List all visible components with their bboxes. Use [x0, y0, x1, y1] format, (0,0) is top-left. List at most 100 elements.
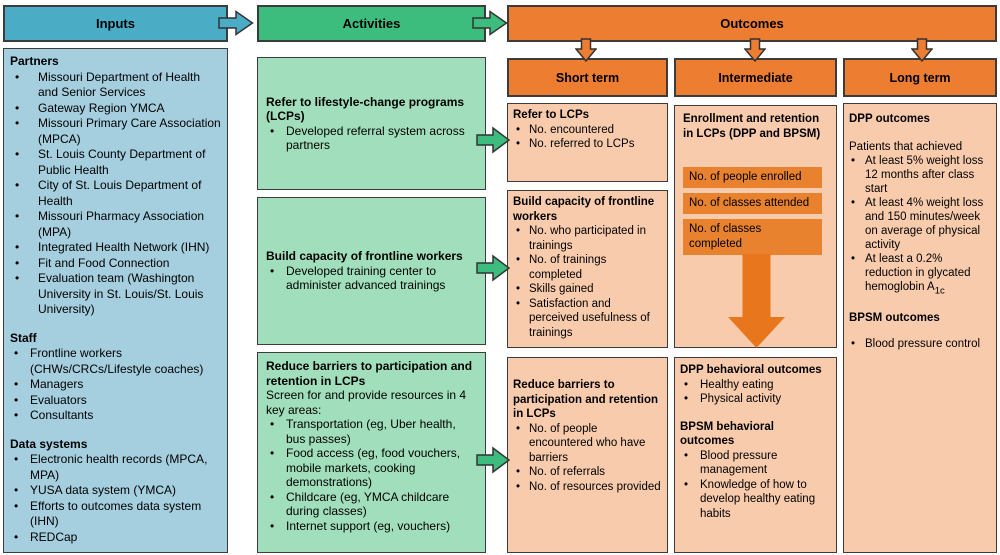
list-item-text: Missouri Pharmacy Association (MPA)	[38, 209, 205, 239]
list-item-text: Integrated Health Network (IHN)	[38, 240, 210, 254]
list-item: •No. who participated in trainings	[513, 224, 662, 253]
list-item: • No. encountered	[513, 123, 662, 138]
activities-to-outcomes-arrow-icon	[472, 10, 508, 36]
bullet-list: • At least 5% weight loss 12 months after…	[849, 154, 991, 298]
bullet-glyph: •	[15, 271, 20, 285]
list-item: •Efforts to outcomes data system (IHN)	[10, 499, 221, 530]
list-item-text: YUSA data system (YMCA)	[30, 483, 177, 497]
section-heading: DPP behavioral outcomes	[680, 364, 822, 376]
bullet-glyph: •	[15, 69, 20, 84]
bullet-glyph: •	[516, 123, 521, 136]
list-item-text: Blood pressure management	[700, 449, 778, 477]
list-item-text: No. encountered	[529, 123, 615, 136]
bullet-glyph: •	[15, 116, 20, 130]
list-item: • Skills gained	[513, 282, 662, 297]
list-item: •Knowledge of how to develop healthy eat…	[680, 478, 831, 522]
list-item-text: Childcare (eg, YMCA childcare during cla…	[286, 489, 450, 519]
bullet-glyph: •	[516, 225, 521, 237]
box-title: Refer to lifestyle-change programs (LCPs…	[266, 94, 465, 124]
bullet-list: • Developed training center to administer…	[266, 264, 477, 293]
list-item: •Frontline workers (CHWs/CRCs/Lifestyle …	[10, 346, 221, 377]
list-item: •Electronic health records (MPCA, MPA)	[10, 452, 221, 483]
list-item: •Blood pressure control	[849, 337, 991, 351]
bullet-glyph: •	[15, 100, 20, 115]
bullet-glyph: •	[516, 466, 521, 478]
list-item: •No. of people encountered who have barr…	[513, 422, 662, 466]
list-item-text: Developed referral system across partner…	[286, 123, 465, 153]
list-item-text: Evaluators	[30, 392, 87, 407]
list-item-text: Consultants	[30, 408, 94, 422]
list-item-text: Knowledge of how to develop healthy eati…	[700, 478, 816, 520]
section-heading: Data systems	[10, 436, 88, 451]
list-item-text: Skills gained	[529, 283, 594, 295]
list-item: •St. Louis County Department of Public H…	[10, 147, 221, 178]
section-heading: Staff	[10, 330, 37, 345]
intermediate-enrollment-box: Enrollment and retention in LCPs (DPP an…	[674, 105, 837, 348]
box-title: Enrollment and retention in LCPs (DPP an…	[683, 113, 821, 140]
bpsm-outcomes-heading: BPSM outcomes	[849, 312, 940, 325]
list-item-text: City of St. Louis Department of Health	[38, 178, 202, 208]
box-title: Build capacity of frontline workers	[266, 249, 463, 264]
bullet-glyph: •	[516, 283, 521, 295]
list-item: • Transportation (eg, Uber health, bus pa…	[266, 417, 477, 446]
list-item-text: No. of trainings completed	[529, 254, 607, 281]
bullet-glyph: •	[270, 263, 275, 278]
list-item-text: Internet support (eg, vouchers)	[286, 518, 451, 533]
list-item-text: Transportation (eg, Uber health, bus pas…	[286, 417, 456, 446]
activity-box-refer-to-lcps: Refer to lifestyle-change programs (LCPs…	[257, 57, 486, 190]
bullet-list: • Missouri Department of Health and Senio…	[10, 70, 221, 318]
list-item: •Food access (eg, food vouchers, mobile …	[266, 446, 477, 490]
bullet-glyph: •	[851, 253, 856, 265]
bullet-list: •Healthy eating•Physical activity	[680, 378, 831, 407]
list-item-text: Physical activity	[700, 393, 782, 405]
list-item-text: Missouri Department of Health and Senior…	[38, 69, 201, 100]
bullet-glyph: •	[516, 297, 521, 310]
list-item-text: Developed training center to administer …	[286, 263, 446, 293]
bullet-glyph: •	[14, 529, 19, 544]
bullet-list: •Blood pressure management•Knowledge of …	[680, 449, 831, 522]
list-item-text: At least 4% weight loss and 150 minutes/…	[865, 197, 984, 251]
list-item: •At least 4% weight loss and 150 minutes…	[849, 196, 991, 252]
list-item-text: At least 5% weight loss 12 months after …	[865, 155, 984, 195]
list-item-text: No. of referrals	[529, 466, 606, 478]
list-item: • Missouri Pharmacy Association (MPA)	[10, 209, 221, 240]
short-term-box-refer: Refer to LCPs •No. encountered•No. refer…	[507, 103, 668, 182]
inputs-to-activities-arrow-icon	[218, 10, 254, 36]
box-subtitle: Screen for and provide resources in 4 ke…	[266, 388, 467, 417]
activity-box-reduce-barriers: Reduce barriers to participation and ret…	[257, 352, 486, 553]
intermediate-subheader: Intermediate	[674, 58, 837, 97]
list-item: •Blood pressure management	[680, 449, 831, 478]
list-item-text: Fit and Food Connection	[38, 255, 170, 270]
list-item: • Developed training center to administer…	[266, 264, 477, 293]
dpp-intro-text: Patients that achieved	[849, 141, 963, 153]
list-item: •No. of trainings completed	[513, 253, 662, 282]
bullet-list: • Transportation (eg, Uber health, bus pa…	[266, 417, 477, 533]
list-item-text: At least a 0.2% reduction in glycated he…	[865, 253, 971, 297]
bullet-glyph: •	[270, 123, 275, 138]
outcomes-header: Outcomes	[507, 5, 997, 42]
metric-box: No. of classes completed	[683, 219, 822, 255]
list-item-text: Evaluation team (Washington University i…	[38, 271, 204, 316]
list-item-text: Frontline workers (CHWs/CRCs/Lifestyle c…	[30, 346, 204, 376]
bullet-glyph: •	[14, 498, 19, 513]
list-item: •Integrated Health Network (IHN)	[10, 240, 221, 256]
bullet-glyph: •	[270, 417, 275, 431]
list-item: •YUSA data system (YMCA)	[10, 483, 221, 499]
bullet-list: •Frontline workers (CHWs/CRCs/Lifestyle …	[10, 346, 221, 424]
bullet-glyph: •	[15, 209, 20, 223]
capacity-activity-to-outcome-arrow-icon	[476, 254, 510, 282]
bullet-glyph: •	[851, 338, 856, 351]
long-term-subheader: Long term	[843, 58, 997, 97]
short-term-subheader: Short term	[507, 58, 668, 97]
activities-header: Activities	[257, 5, 486, 42]
bullet-glyph: •	[15, 147, 20, 161]
list-item: •Evaluators	[10, 393, 221, 409]
bullet-list: • No. encountered•No. referred to LCPs	[513, 123, 662, 152]
bullet-glyph: •	[851, 155, 856, 167]
refer-activity-to-outcome-arrow-icon	[476, 126, 510, 154]
list-item-text: Healthy eating	[700, 378, 774, 391]
bullet-list: •Blood pressure control	[849, 337, 991, 351]
metric-box: No. of classes attended	[683, 193, 822, 214]
list-item: •No. referred to LCPs	[513, 137, 662, 152]
